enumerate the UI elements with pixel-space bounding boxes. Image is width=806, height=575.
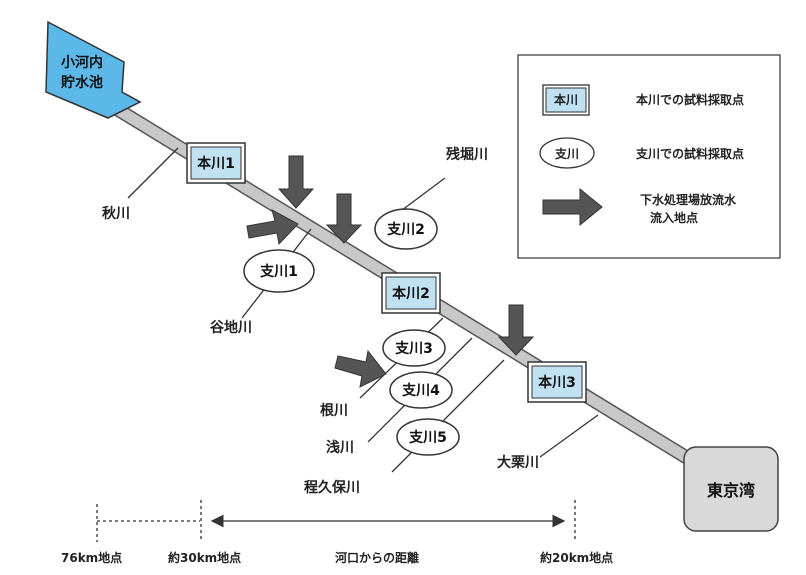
branch-sampling-points: 支川1 支川2 支川3 支川4 支川5 [243, 208, 460, 456]
legend-arrow-desc-line1: 下水処理場放流水 [640, 192, 737, 207]
tokyo-bay: 東京湾 [683, 446, 779, 532]
reservoir-label-line2: 貯水池 [61, 74, 103, 91]
tributary-labels: 秋川 残堀川 谷地川 根川 浅川 程久保川 大栗川 [102, 146, 539, 496]
tributary-line-oguri [539, 414, 599, 458]
sewage-arrows [246, 155, 535, 388]
branch-point-3: 支川3 [382, 329, 446, 367]
svg-text:支川: 支川 [554, 146, 579, 161]
sewage-arrow-icon [497, 304, 535, 356]
sewage-arrow-icon [246, 209, 299, 246]
label-yachigawa: 谷地川 [210, 319, 252, 336]
svg-text:本川3: 本川3 [538, 374, 576, 391]
legend-arrow-desc-line2: 流入地点 [650, 210, 698, 225]
label-negawa: 根川 [320, 402, 348, 419]
legend-branch-desc: 支川での試料採取点 [635, 146, 744, 161]
branch-point-2: 支川2 [374, 208, 438, 250]
tributary-line-hodokubo [391, 359, 505, 473]
tokyo-bay-label: 東京湾 [707, 481, 755, 500]
svg-text:本川1: 本川1 [197, 155, 235, 172]
main-sampling-points: 本川1 本川2 本川3 [186, 142, 587, 403]
svg-text:支川3: 支川3 [394, 340, 433, 357]
scale-20km: 約20km地点 [540, 550, 613, 565]
reservoir: 小河内 貯水池 [45, 20, 142, 119]
branch-point-5: 支川5 [396, 418, 460, 456]
legend-main-box: 本川 [542, 84, 590, 116]
main-point-1: 本川1 [186, 142, 246, 184]
label-akigawa: 秋川 [102, 205, 130, 222]
legend-arrow-icon [542, 187, 603, 227]
main-point-2: 本川2 [381, 272, 441, 314]
scale-30km: 約30km地点 [168, 550, 241, 565]
scale-caption: 河口からの距離 [334, 550, 419, 565]
label-asakawa: 浅川 [326, 439, 354, 456]
distance-scale: 76km地点 約30km地点 河口からの距離 約20km地点 [61, 500, 613, 565]
legend-branch-ellipse: 支川 [539, 137, 595, 169]
scale-76km: 76km地点 [61, 550, 122, 565]
svg-text:本川: 本川 [554, 92, 578, 107]
label-ogurigawa: 大栗川 [497, 454, 539, 471]
tributary-line-aki [127, 147, 179, 199]
label-hodokubogawa: 程久保川 [304, 479, 360, 496]
legend-main-desc: 本川での試料採取点 [636, 92, 744, 107]
svg-text:本川2: 本川2 [392, 285, 430, 302]
svg-text:支川4: 支川4 [401, 382, 440, 399]
sewage-arrow-icon [334, 349, 387, 388]
svg-text:支川1: 支川1 [259, 263, 298, 280]
sewage-arrow-icon [325, 193, 363, 244]
branch-point-1: 支川1 [243, 249, 315, 293]
label-zanborigawa: 残堀川 [446, 146, 488, 163]
branch-point-4: 支川4 [389, 371, 453, 409]
svg-text:支川5: 支川5 [408, 429, 447, 446]
reservoir-label-line1: 小河内 [61, 54, 103, 71]
legend: 本川 本川での試料採取点 支川 支川での試料採取点 下水処理場放流水 流入地点 [517, 54, 781, 259]
svg-text:支川2: 支川2 [386, 221, 425, 238]
sewage-arrow-icon [277, 155, 315, 209]
main-point-3: 本川3 [527, 361, 587, 403]
